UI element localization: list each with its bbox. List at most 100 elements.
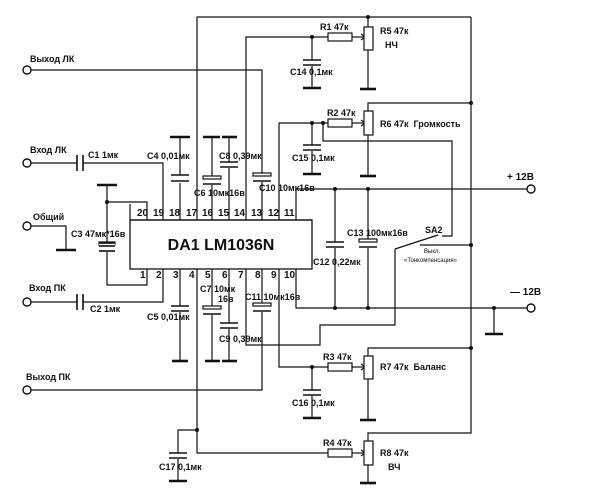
- pin-12: 12: [268, 208, 280, 219]
- capacitor-c2: [76, 294, 84, 310]
- labels: Выход ЛК Вход ЛК Общий Вход ПК Выход ПК …: [26, 22, 541, 472]
- junction-dots: [105, 15, 496, 432]
- terminal-out-left[interactable]: [22, 65, 32, 75]
- label-r1: R1 47к: [320, 22, 349, 32]
- label-c12: C12 0,22мк: [313, 257, 361, 267]
- label-c13: C13 100мк16в: [347, 228, 408, 238]
- label-c7: C7 10мк: [200, 284, 236, 294]
- resistor-r3: [327, 362, 366, 372]
- capacitor-c9: [219, 322, 239, 329]
- terminals: [22, 65, 536, 395]
- pin-8: 8: [255, 270, 261, 281]
- chip-title: DA1 LM1036N: [168, 237, 275, 254]
- capacitor-c7: [202, 305, 222, 315]
- label-c15: C15 0,1мк: [292, 153, 335, 163]
- label-c1: C1 1мк: [88, 150, 119, 160]
- potentiometer-r8[interactable]: [363, 440, 374, 466]
- pin-2: 2: [156, 270, 162, 281]
- pin-20: 20: [137, 208, 149, 219]
- label-plus12: + 12В: [507, 172, 534, 183]
- label-r8: R8 47к: [380, 448, 409, 458]
- wires: [31, 16, 527, 483]
- label-in-right: Вход ПК: [29, 283, 66, 293]
- capacitor-c6: [202, 175, 222, 185]
- terminal-plus12[interactable]: [526, 184, 536, 194]
- potentiometer-r5[interactable]: [363, 26, 374, 51]
- potentiometer-r6[interactable]: [363, 110, 374, 136]
- label-r8-function: ВЧ: [388, 462, 400, 472]
- capacitor-c11: [252, 302, 272, 312]
- pin-5: 5: [205, 270, 211, 281]
- pin-18: 18: [169, 208, 181, 219]
- pin-7: 7: [238, 270, 244, 281]
- label-c14: C14 0,1мк: [290, 67, 333, 77]
- pin-1: 1: [140, 270, 146, 281]
- capacitor-c1: [76, 155, 84, 171]
- capacitor-c15: [302, 144, 322, 151]
- bottom-pin-labels: 1 2 3 4 5 6 7 8 9 10: [140, 270, 296, 281]
- pin-6: 6: [222, 270, 228, 281]
- label-r2: R2 47к: [327, 108, 356, 118]
- label-c3: C3 47мк*16в: [71, 229, 126, 239]
- pin-17: 17: [186, 208, 198, 219]
- pin-9: 9: [271, 270, 277, 281]
- label-r6: R6 47к Громкость: [380, 119, 461, 129]
- resistor-r4: [327, 448, 366, 458]
- capacitor-c12: [325, 241, 345, 248]
- pin-3: 3: [173, 270, 179, 281]
- label-c17: C17 0,1мк: [159, 462, 202, 472]
- label-r3: R3 47к: [323, 352, 352, 362]
- pin-13: 13: [251, 208, 263, 219]
- pin-19: 19: [153, 208, 165, 219]
- label-c10: C10 10мк16в: [259, 183, 315, 193]
- capacitor-c3: [98, 241, 116, 252]
- label-sa2: SA2: [425, 225, 443, 235]
- label-c16: C16 0,1мк: [292, 398, 335, 408]
- label-c7-voltage: 16в: [218, 294, 234, 304]
- pin-14: 14: [234, 208, 246, 219]
- top-pin-labels: 20 19 18 17 16 15 14 13 12 11: [137, 208, 295, 219]
- label-r5: R5 47к: [380, 26, 409, 36]
- capacitor-c4: [170, 174, 190, 183]
- label-minus12: — 12В: [510, 287, 541, 298]
- capacitor-c13: [358, 238, 378, 248]
- capacitor-c5: [170, 305, 190, 312]
- label-c5: C5 0,01мк: [147, 312, 190, 322]
- label-common: Общий: [33, 212, 64, 222]
- potentiometer-r7[interactable]: [363, 355, 374, 380]
- pin-10: 10: [284, 270, 296, 281]
- capacitor-c17: [168, 452, 188, 459]
- resistor-r2: [327, 118, 366, 128]
- label-c2: C2 1мк: [90, 304, 121, 314]
- switch-sa2[interactable]: [392, 230, 452, 252]
- terminal-minus12[interactable]: [526, 303, 536, 313]
- ground-symbols: [56, 86, 503, 485]
- label-c8: C8 0,39мк: [219, 151, 262, 161]
- capacitor-c10: [252, 172, 272, 182]
- pin-4: 4: [189, 270, 195, 281]
- capacitor-c14: [302, 59, 322, 66]
- components: [76, 26, 378, 466]
- label-out-right: Выход ПК: [26, 372, 71, 382]
- label-c6: C6 10мк16в: [194, 188, 245, 198]
- label-out-left: Выход ЛК: [30, 54, 75, 64]
- label-c9: C9 0,39мк: [219, 334, 262, 344]
- label-r4: R4 47к: [323, 438, 352, 448]
- terminal-in-left[interactable]: [22, 158, 32, 168]
- pin-11: 11: [284, 208, 295, 219]
- chip-da1: DA1 LM1036N 20 19 18 17 16 15 14 13 12 1…: [129, 204, 313, 281]
- label-r5-function: НЧ: [385, 40, 398, 50]
- label-r7: R7 47к Баланс: [380, 362, 446, 372]
- label-c11: C11 10мк16в: [245, 292, 301, 302]
- label-in-left: Вход ЛК: [30, 145, 67, 155]
- label-switch-function: «Тонкомпенсация»: [404, 258, 458, 264]
- terminal-in-right[interactable]: [22, 297, 32, 307]
- terminal-common[interactable]: [22, 221, 32, 231]
- terminal-out-right[interactable]: [22, 385, 32, 395]
- pin-16: 16: [202, 208, 214, 219]
- pin-15: 15: [218, 208, 230, 219]
- capacitor-c16: [302, 389, 322, 396]
- label-switch-caption: Выкл.: [424, 249, 441, 255]
